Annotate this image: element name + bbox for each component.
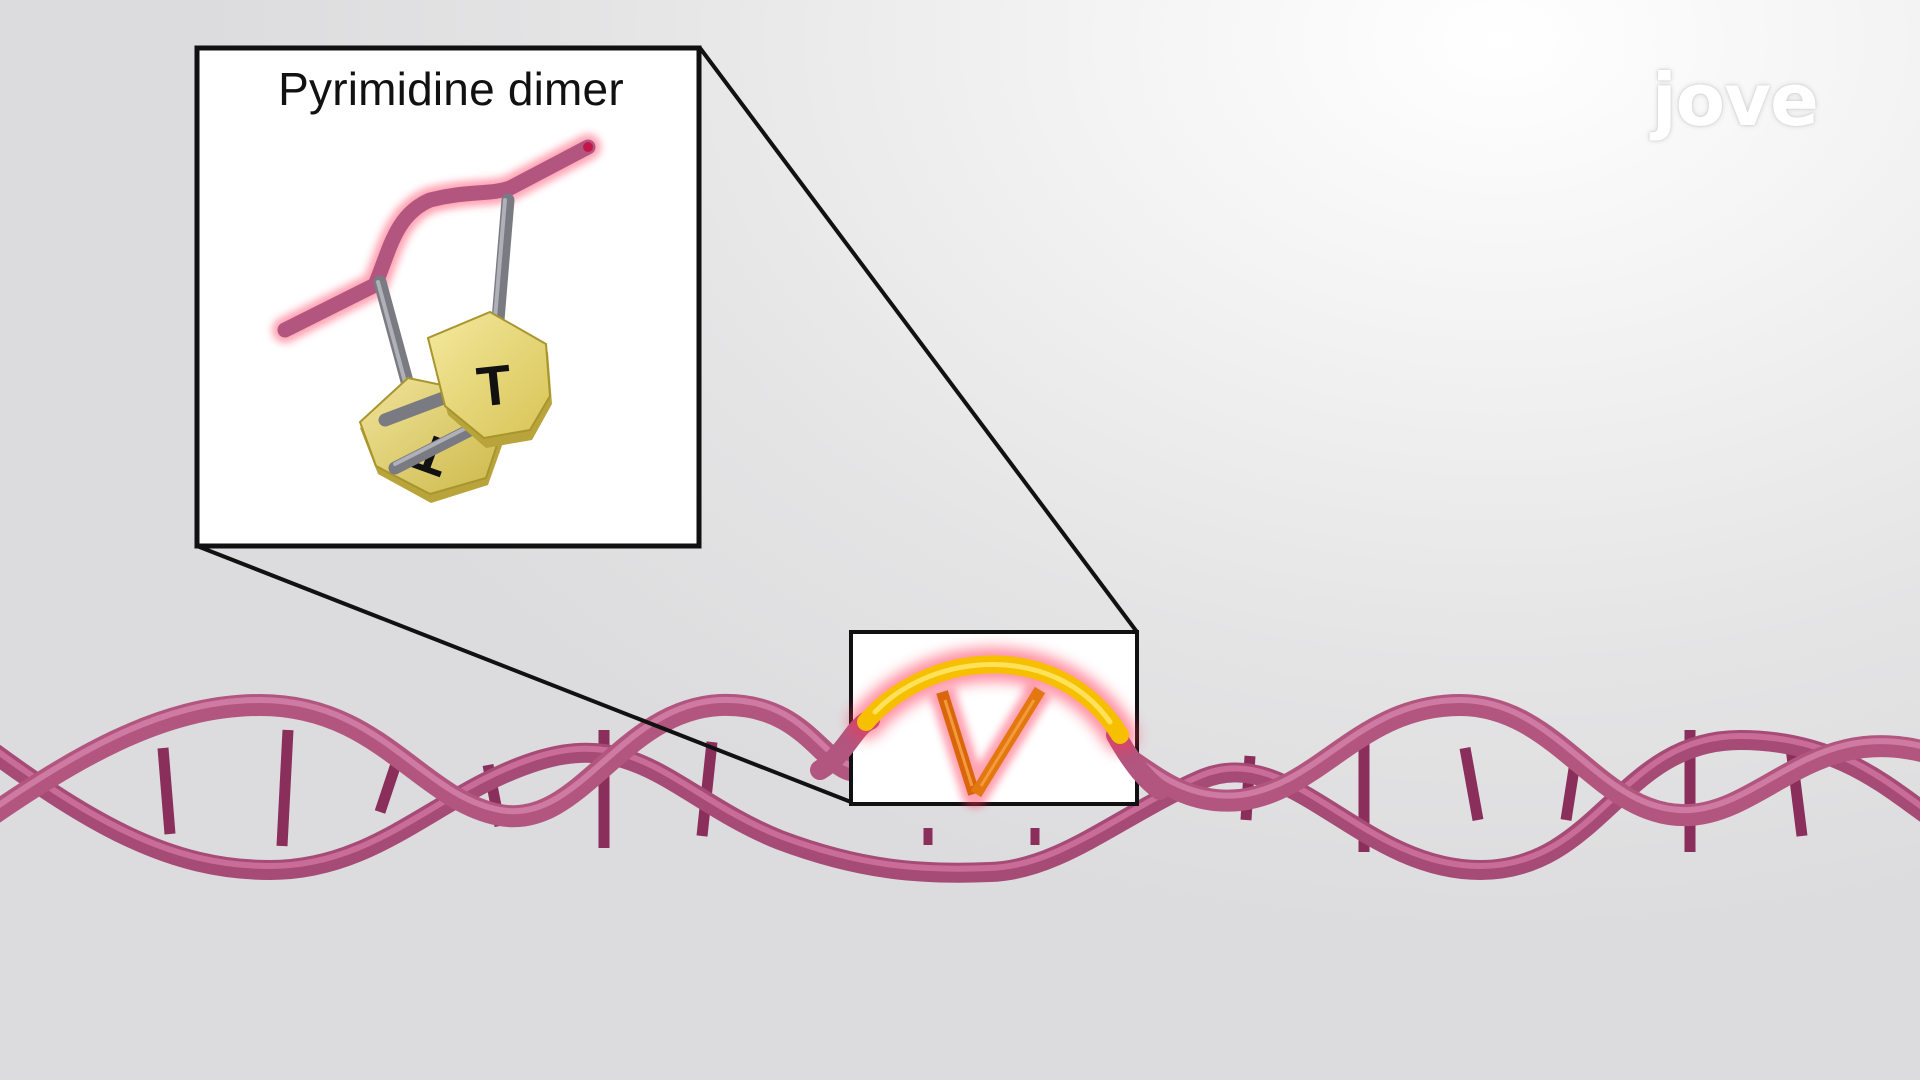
thymine-dimer-bond [929,683,1052,808]
linker-left-shine [376,280,407,384]
rung [1784,739,1808,837]
thymine-front-label: T [474,352,515,418]
inset-title: Pyrimidine dimer [278,63,624,115]
damaged-strand-shine [872,662,1113,725]
dna-strand-front-right [1119,693,1920,827]
dna-helix [0,693,1920,883]
inset-linkers [373,193,515,392]
connector-top [698,46,1139,634]
linker-right [491,193,515,327]
rung [696,741,718,837]
damaged-site-stubs [923,828,1040,845]
inset-backbone [277,139,596,338]
inset-panel: T T [194,45,702,549]
dna-strand-back [0,729,1920,883]
rung [1459,747,1484,821]
dna-strand-back-highlight [0,732,1920,872]
rung [157,747,176,835]
damage-site-box [810,630,1170,808]
connector-bottom [196,544,852,804]
dna-strand-front-right-shine [1127,696,1920,814]
thymine-front: T [426,310,552,448]
backbone-end-dot [583,142,593,152]
dna-strand-front-shine [0,696,853,815]
rung [276,729,294,847]
dna-strand-front [0,693,861,828]
zoom-connector-lines [196,46,1139,804]
jove-logo: jove [1652,58,1819,142]
linker-right-shine [493,198,507,320]
